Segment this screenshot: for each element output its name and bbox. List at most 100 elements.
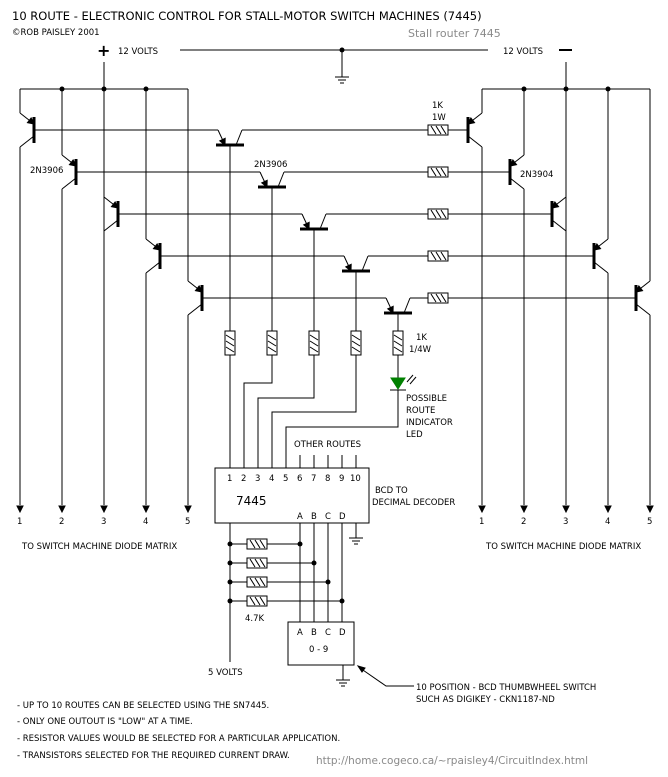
decoder-pin-label: 7 (311, 474, 316, 484)
ground-icon (335, 50, 349, 84)
thumbwheel-desc-1: 10 POSITION - BCD THUMBWHEEL SWITCH (416, 683, 596, 693)
left-transistor-label: 2N3906 (30, 166, 63, 176)
thumbwheel-desc-2: SUCH AS DIGIKEY - CKN1187-ND (416, 695, 555, 705)
right-output-label: TO SWITCH MACHINE DIODE MATRIX (485, 542, 641, 552)
svg-text:- UP TO 10 ROUTES CAN BE SELEC: - UP TO 10 ROUTES CAN BE SELECTED USING … (17, 701, 269, 711)
right-transistor-label: 2N3904 (520, 170, 553, 180)
junction-dot (297, 541, 303, 547)
diagram-title: 10 ROUTE - ELECTRONIC CONTROL FOR STALL-… (12, 9, 482, 23)
right-output-terminal: 3 (563, 517, 568, 527)
left-output-terminal: 1 (17, 517, 22, 527)
resistor (266, 330, 278, 356)
resistor (392, 330, 404, 356)
resistor (246, 557, 268, 569)
decoder-input-label: D (339, 512, 346, 522)
resistor (350, 330, 362, 356)
middle-transistor (34, 124, 468, 356)
decoder-pin-label: 3 (255, 474, 260, 484)
copyright: ©ROB PAISLEY 2001 (12, 28, 100, 38)
svg-text:ROUTE: ROUTE (406, 406, 435, 416)
decoder-desc-2: DECIMAL DECODER (372, 498, 455, 508)
left-output-terminal: 3 (101, 517, 106, 527)
resistor (427, 124, 449, 136)
left-transistor (142, 89, 162, 514)
power-resistor-rating: 1W (432, 113, 446, 123)
right-transistor (634, 89, 654, 514)
pullup-resistor-label: 4.7K (245, 614, 265, 624)
resistor (224, 330, 236, 356)
minus-12v-label: 12 VOLTS (503, 47, 543, 57)
source-url[interactable]: http://home.cogeco.ca/~rpaisley4/Circuit… (316, 755, 588, 767)
left-transistor (16, 89, 36, 514)
ground-icon (336, 679, 350, 687)
resistor (308, 330, 320, 356)
decoder-desc-1: BCD TO (375, 486, 408, 496)
junction-dot (311, 560, 317, 566)
decoder-pin-label: 10 (350, 474, 361, 484)
led-icon (390, 355, 417, 391)
svg-text:LED: LED (406, 430, 423, 440)
decoder-pin-label: 1 (227, 474, 232, 484)
five-volts-label: 5 VOLTS (208, 668, 243, 678)
led-label: POSSIBLE ROUTE INDICATOR LED (406, 394, 453, 440)
right-output-terminal: 2 (521, 517, 526, 527)
junction-dot (325, 579, 331, 585)
right-transistor (508, 89, 528, 514)
junction-dot (339, 598, 345, 604)
thumbwheel-input-label: C (325, 628, 331, 638)
thumbwheel-switch: 0 - 9 10 POSITION - BCD THUMBWHEEL SWITC… (287, 621, 596, 705)
thumbwheel-input-label: D (339, 628, 346, 638)
plus-symbol: + (97, 41, 110, 60)
decoder-pin-label: 6 (297, 474, 302, 484)
svg-text:POSSIBLE: POSSIBLE (406, 394, 447, 404)
left-output-label: TO SWITCH MACHINE DIODE MATRIX (21, 542, 177, 552)
svg-text:- RESISTOR VALUES WOULD BE SEL: - RESISTOR VALUES WOULD BE SELECTED FOR … (17, 734, 340, 744)
svg-text:INDICATOR: INDICATOR (406, 418, 453, 428)
thumbwheel-range: 0 - 9 (309, 645, 328, 655)
other-routes-label: OTHER ROUTES (294, 440, 361, 450)
decoder-pin-label: 8 (325, 474, 330, 484)
ground-icon (349, 537, 363, 545)
thumbwheel-input-label: A (297, 628, 303, 638)
led-resistor-value: 1K (416, 333, 427, 343)
resistor (427, 292, 449, 304)
left-output-terminal: 4 (143, 517, 148, 527)
junction-dot (101, 86, 107, 92)
right-output-terminal: 4 (605, 517, 610, 527)
plus-12v-label: 12 VOLTS (118, 47, 158, 57)
right-output-terminal: 1 (479, 517, 484, 527)
middle-transistor (118, 208, 552, 356)
decoder-input-label: C (325, 512, 331, 522)
svg-text:- TRANSISTORS SELECTED FOR THE: - TRANSISTORS SELECTED FOR THE REQUIRED … (17, 751, 290, 761)
power-resistor-value: 1K (432, 101, 443, 111)
led-resistor-rating: 1/4W (409, 345, 432, 355)
left-transistor (58, 89, 78, 514)
subtitle: Stall router 7445 (408, 27, 501, 40)
right-transistor (466, 89, 486, 514)
middle-transistor (76, 166, 510, 356)
decoder-input-label: B (311, 512, 317, 522)
resistor (427, 166, 449, 178)
chip-name: 7445 (236, 494, 267, 508)
left-output-terminal: 5 (185, 517, 190, 527)
decoder-input-label: A (297, 512, 303, 522)
svg-text:- ONLY ONE OUTOUT IS "LOW" AT: - ONLY ONE OUTOUT IS "LOW" AT A TIME. (17, 717, 193, 727)
thumbwheel-input-label: B (311, 628, 317, 638)
left-transistor (184, 89, 204, 514)
right-output-terminal: 5 (647, 517, 652, 527)
resistor (427, 250, 449, 262)
middle-transistor-label: 2N3906 (254, 160, 287, 170)
decoder-7445: OTHER ROUTES 7445 BCD TO DECIMAL DECODER (214, 440, 455, 524)
resistor (246, 538, 268, 550)
resistor (246, 576, 268, 588)
resistor (427, 208, 449, 220)
middle-transistor (160, 250, 594, 356)
right-transistor (592, 89, 612, 514)
decoder-pin-label: 4 (269, 474, 274, 484)
decoder-pin-label: 9 (339, 474, 344, 484)
resistor (246, 595, 268, 607)
decoder-pin-label: 2 (241, 474, 246, 484)
decoder-pin-label: 5 (283, 474, 288, 484)
notes: - UP TO 10 ROUTES CAN BE SELECTED USING … (17, 701, 340, 761)
